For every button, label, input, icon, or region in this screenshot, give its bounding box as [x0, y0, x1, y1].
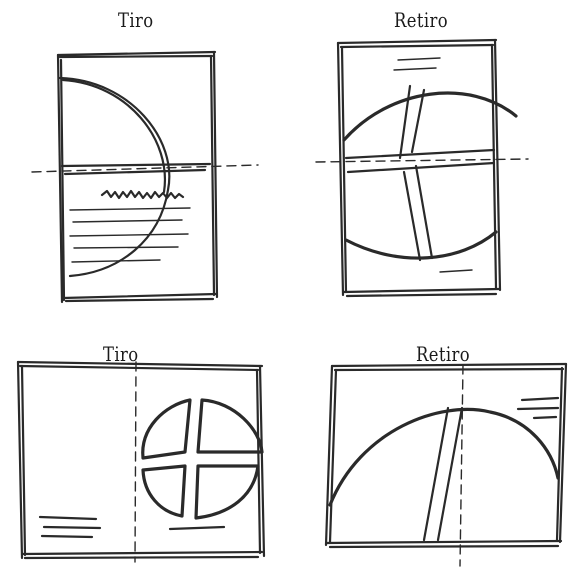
circle-segment-bottom-right [196, 466, 258, 518]
fold-line [135, 362, 136, 562]
panel-bottom-left-sketch [18, 362, 264, 562]
large-arc [330, 409, 558, 505]
text-lines [518, 398, 558, 418]
vertical-band [424, 408, 462, 540]
circle-segment-bottom-left [143, 466, 185, 516]
fold-line [460, 365, 463, 566]
band-line [62, 164, 210, 174]
cross-vertical-lower [404, 166, 432, 260]
text-lines [40, 517, 224, 537]
scribble-text [102, 191, 183, 198]
fold-line [316, 159, 528, 162]
top-arc [344, 93, 516, 140]
circle-segment-top-left [143, 400, 190, 458]
half-circle-arc [60, 78, 169, 276]
panel-top-right-sketch [316, 40, 528, 296]
bottom-arc [346, 232, 496, 258]
page-outline [18, 362, 264, 558]
panel-bottom-right-sketch [326, 364, 566, 566]
circle-segment-top-right [198, 400, 262, 452]
page-outline [58, 52, 217, 302]
panel-top-left-sketch [32, 52, 258, 302]
